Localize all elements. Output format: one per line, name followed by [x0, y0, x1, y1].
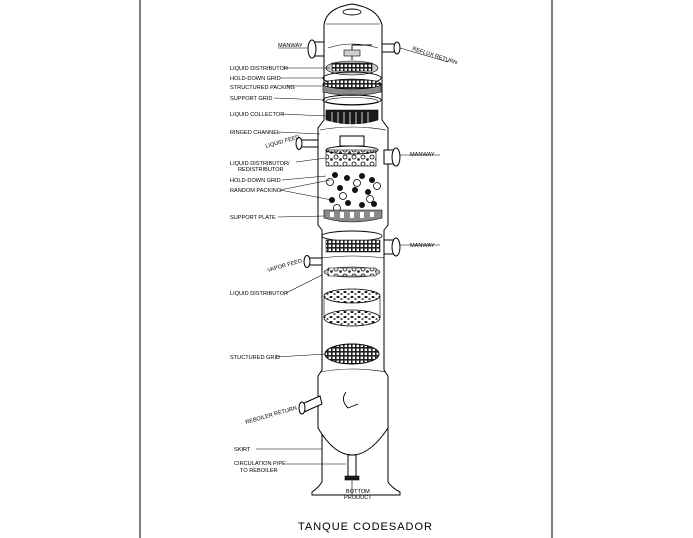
- label-support-grid: SUPPORT GRID: [230, 96, 272, 102]
- label-manway-right-1: MANWAY: [410, 152, 435, 158]
- frame: [139, 0, 553, 538]
- bottom-structured-grid: [324, 343, 380, 365]
- label-circulation-pipe-2: TO REBOILER: [240, 468, 278, 474]
- label-reflux-return: REFLUX RETURN: [411, 46, 457, 66]
- manway-top-left: [307, 39, 317, 59]
- vapor-feed-nozzle: [303, 255, 311, 268]
- label-random-packing: RANDOM PACKING: [230, 188, 281, 194]
- label-liquid-distributor-redistributor: LIQUID DISTRIBUTOR/: [230, 161, 290, 167]
- column-body: [311, 3, 401, 496]
- label-vapor-feed: VAPOR FEED: [267, 258, 303, 274]
- label-structured-grid: STUCTURED GRID: [230, 355, 280, 361]
- label-manway-right-2: MANWAY: [410, 243, 435, 249]
- label-hold-down-grid-1: HOLD-DOWN GRID: [230, 76, 281, 82]
- label-liquid-distributor-2: LIQUID DISTRIBUTOR: [230, 291, 288, 297]
- nozzles: [295, 39, 401, 415]
- liquid-feed-nozzle: [295, 137, 303, 150]
- label-liquid-distributor: LIQUID DISTRIBUTOR: [230, 66, 288, 72]
- label-structured-packing: STRUCTURED PACKING: [230, 85, 295, 91]
- label-bottom-product: BOTTOM: [346, 489, 370, 495]
- manway-right-1: [391, 147, 401, 167]
- perforated-plate-1: [323, 288, 381, 304]
- reboiler-return-nozzle: [298, 401, 306, 415]
- labels: MANWAY REFLUX RETURN LIQUID DISTRIBUTOR …: [230, 43, 458, 501]
- liquid-collector: [325, 109, 379, 125]
- label-liquid-distributor-redistributor-2: REDISTRIBUTOR: [238, 167, 284, 173]
- perforated-plate-2: [323, 309, 381, 327]
- label-support-plate: SUPPORT PLATE: [230, 215, 276, 221]
- label-bottom-product-2: PRODUCT: [344, 495, 372, 501]
- label-hold-down-grid-2: HOLD-DOWN GRID: [230, 178, 281, 184]
- label-skirt: SKIRT: [234, 447, 251, 453]
- leader-lines: [256, 47, 449, 465]
- manway-right-2: [391, 237, 401, 257]
- label-circulation-pipe: CIRCULATION PIPE: [234, 461, 286, 467]
- label-manway-top-left: MANWAY: [278, 43, 303, 49]
- label-reboiler-return: REBOILER RETURN: [245, 406, 298, 426]
- label-liquid-collector: LIQUID COLLECTOR: [230, 112, 284, 118]
- drawing-title: TANQUE CODESADOR: [298, 521, 433, 533]
- label-liquid-feed: LIQUID FEED: [265, 134, 300, 149]
- label-ringed-channel: RINGED CHANNEL: [230, 130, 280, 136]
- random-packing: [326, 172, 381, 212]
